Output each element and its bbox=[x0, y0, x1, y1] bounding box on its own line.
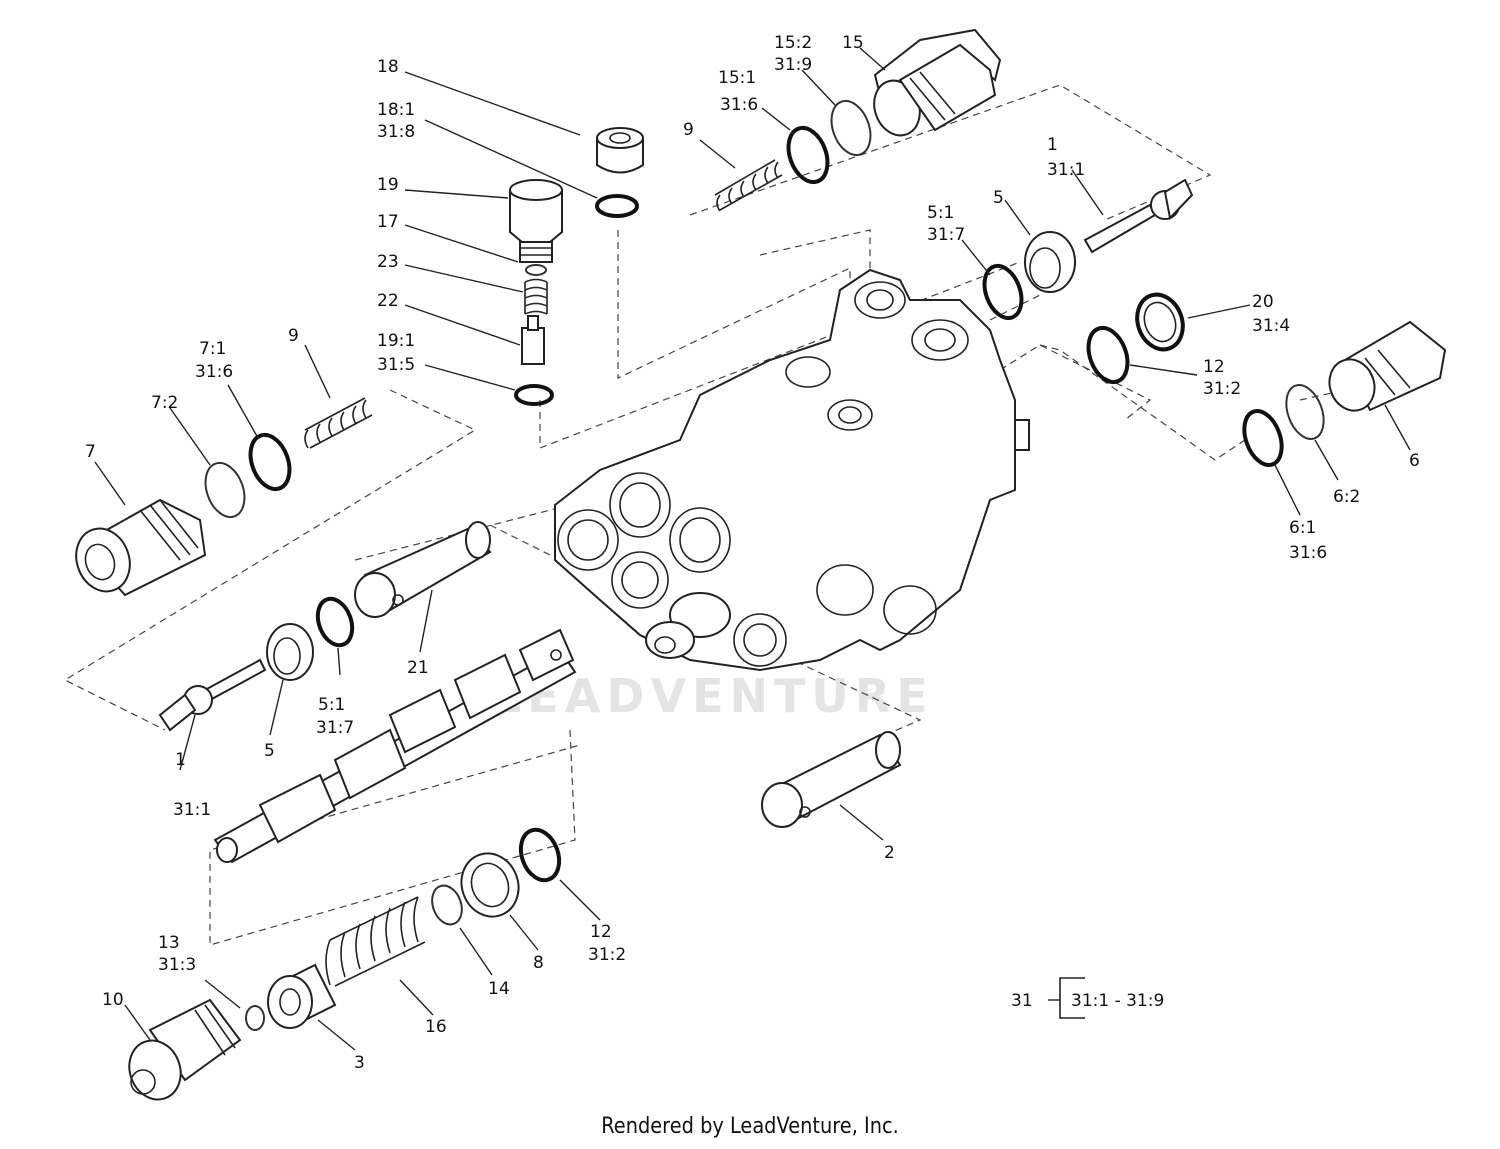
label-5-top: 5 bbox=[993, 188, 1004, 208]
label-10: 10 bbox=[102, 990, 124, 1010]
label-19-1: 19:1 bbox=[377, 331, 415, 351]
part-19-relief-valve bbox=[509, 179, 563, 263]
label-5-1-bottom: 5:1 bbox=[318, 695, 345, 715]
label-18: 18 bbox=[377, 57, 399, 77]
label-1-bottom-ref: 31:1 bbox=[173, 800, 211, 820]
spring-9-top bbox=[714, 159, 783, 212]
spring-23 bbox=[524, 278, 548, 315]
body-end-plug bbox=[645, 592, 731, 659]
part-8-retainer bbox=[460, 852, 520, 918]
label-13: 13 bbox=[158, 933, 180, 953]
part-18-plug bbox=[596, 127, 644, 174]
label-12-bottom-ref: 31:2 bbox=[588, 945, 626, 965]
o-ring-15-1 bbox=[786, 125, 830, 185]
o-ring-12-bottom bbox=[518, 827, 562, 883]
label-1-top: 1 bbox=[1047, 135, 1058, 155]
seal-20 bbox=[1135, 292, 1185, 352]
footer-credit: Rendered by LeadVenture, Inc. bbox=[601, 1114, 899, 1139]
backup-ring-15-2 bbox=[830, 99, 872, 157]
part-5-bottom-sleeve bbox=[266, 623, 314, 681]
kit-bracket-31: 31 31:1 - 31:9 bbox=[1011, 977, 1164, 1019]
label-14: 14 bbox=[488, 979, 510, 999]
label-7: 7 bbox=[85, 442, 96, 462]
label-9-top: 9 bbox=[683, 120, 694, 140]
label-5-1-top-ref: 31:7 bbox=[927, 225, 965, 245]
o-ring-19-1 bbox=[514, 384, 554, 406]
spring-16 bbox=[325, 896, 426, 987]
label-5-1-bottom-ref: 31:7 bbox=[316, 718, 354, 738]
label-17: 17 bbox=[377, 212, 399, 232]
o-ring-17 bbox=[525, 264, 547, 276]
label-15-1-ref: 31:6 bbox=[720, 95, 758, 115]
part-1-bottom-stem bbox=[158, 658, 267, 732]
label-7-1-ref: 31:6 bbox=[195, 362, 233, 382]
callout-labels: 18 18:1 31:8 19 17 23 22 19:1 31:5 9 15:… bbox=[85, 33, 1420, 1073]
backup-ring-7-2 bbox=[204, 461, 246, 519]
label-15-1: 15:1 bbox=[718, 68, 756, 88]
o-ring-13 bbox=[245, 1005, 265, 1031]
label-15: 15 bbox=[842, 33, 864, 53]
valve-body bbox=[554, 268, 1030, 672]
label-20-ref: 31:4 bbox=[1252, 316, 1290, 336]
part-22-poppet bbox=[521, 315, 545, 365]
label-6-1-ref: 31:6 bbox=[1289, 543, 1327, 563]
label-15-2: 15:2 bbox=[774, 33, 812, 53]
o-ring-18-1 bbox=[595, 194, 639, 218]
backup-ring-6-2 bbox=[1285, 384, 1325, 440]
part-2-sleeve bbox=[761, 731, 902, 828]
label-1-top-ref: 31:1 bbox=[1047, 160, 1085, 180]
leader-lines bbox=[94, 47, 1411, 1051]
seal-20-inner bbox=[1143, 301, 1177, 343]
label-19: 19 bbox=[377, 175, 399, 195]
washer-14 bbox=[431, 884, 463, 926]
spring-9-left bbox=[304, 397, 373, 449]
label-22: 22 bbox=[377, 291, 399, 311]
label-21: 21 bbox=[407, 658, 429, 678]
label-7-2: 7:2 bbox=[151, 393, 178, 413]
label-8: 8 bbox=[533, 953, 544, 973]
o-ring-5-1-bottom bbox=[315, 596, 355, 648]
o-ring-12-top bbox=[1086, 325, 1130, 385]
label-19-1-ref: 31:5 bbox=[377, 355, 415, 375]
part-6-plug bbox=[1328, 320, 1447, 412]
label-12-top-ref: 31:2 bbox=[1203, 379, 1241, 399]
label-18-1-ref: 31:8 bbox=[377, 122, 415, 142]
o-ring-7-1 bbox=[248, 432, 292, 492]
part-3-sleeve bbox=[267, 963, 337, 1029]
o-ring-6-1 bbox=[1242, 409, 1284, 467]
label-23: 23 bbox=[377, 252, 399, 272]
label-1-bottom: 1 bbox=[175, 750, 186, 770]
label-5-1-top: 5:1 bbox=[927, 203, 954, 223]
label-3: 3 bbox=[354, 1053, 365, 1073]
part-1-top-stem bbox=[1083, 178, 1194, 254]
part-21-sleeve bbox=[354, 521, 492, 618]
label-6: 6 bbox=[1409, 451, 1420, 471]
label-13-ref: 31:3 bbox=[158, 955, 196, 975]
label-20: 20 bbox=[1252, 292, 1274, 312]
label-15-2-ref: 31:9 bbox=[774, 55, 812, 75]
label-16: 16 bbox=[425, 1017, 447, 1037]
label-6-2: 6:2 bbox=[1333, 487, 1360, 507]
part-10-end-cap bbox=[128, 998, 242, 1101]
label-31: 31 bbox=[1011, 991, 1033, 1011]
label-9-left: 9 bbox=[288, 326, 299, 346]
part-5-top-sleeve bbox=[1024, 231, 1076, 293]
label-12-top: 12 bbox=[1203, 357, 1225, 377]
part-7-plug bbox=[75, 498, 207, 597]
part-15-plug bbox=[873, 28, 1002, 137]
label-5-bottom: 5 bbox=[264, 741, 275, 761]
label-6-1: 6:1 bbox=[1289, 518, 1316, 538]
label-18-1: 18:1 bbox=[377, 100, 415, 120]
label-7-1: 7:1 bbox=[199, 339, 226, 359]
main-spool bbox=[213, 628, 577, 864]
label-2: 2 bbox=[884, 843, 895, 863]
label-31-range: 31:1 - 31:9 bbox=[1071, 991, 1164, 1011]
label-12-bottom: 12 bbox=[590, 922, 612, 942]
o-ring-5-1-top bbox=[982, 263, 1024, 321]
